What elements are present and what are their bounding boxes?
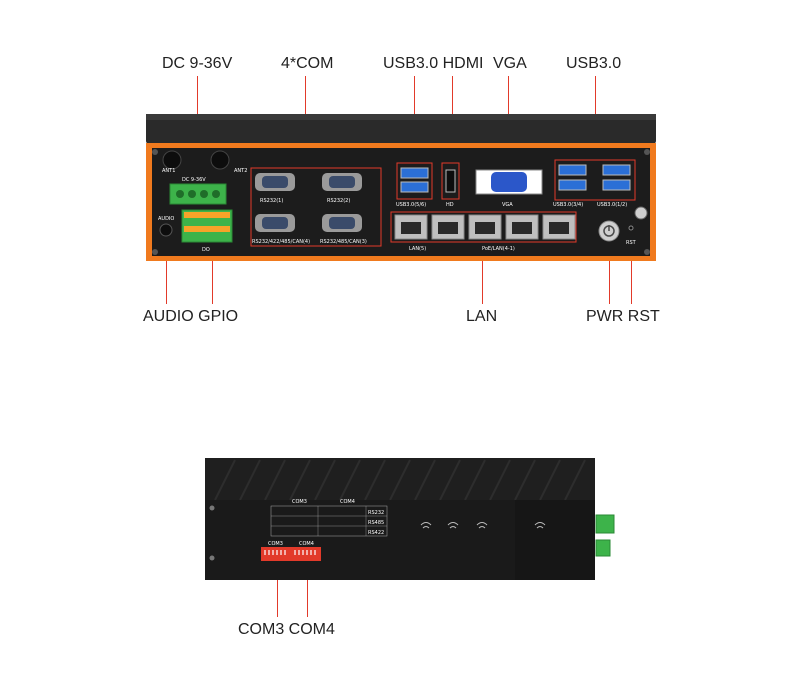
vga-label: VGA <box>502 202 513 208</box>
callout-dc: DC 9-36V <box>162 55 233 72</box>
ant2-hole <box>210 150 230 170</box>
com4-db9 <box>255 214 295 232</box>
usb2-port <box>602 179 631 191</box>
hdmi-port <box>445 169 456 193</box>
rs232-4-label: RS232/422/485/CAN(4) <box>252 239 310 245</box>
poe-label: PoE/LAN(4-1) <box>482 246 515 252</box>
usb56-label: USB3.0(5/6) <box>396 202 426 208</box>
table-com3-label: COM3 <box>292 499 307 505</box>
dip-table <box>270 505 388 537</box>
leader-gpio <box>212 242 213 304</box>
table-com4-label: COM4 <box>340 499 355 505</box>
callout-usb30: USB3.0 <box>566 55 622 72</box>
usb34-label: USB3.0(3/4) <box>553 202 583 208</box>
com2-db9 <box>322 173 362 191</box>
usb4-port <box>558 179 587 191</box>
rst-label: RST <box>626 240 637 246</box>
hd-label: HD <box>446 202 454 208</box>
lan3-port <box>468 214 502 240</box>
com-highlight-frame <box>250 167 382 247</box>
lan5-label: LAN(5) <box>409 246 426 252</box>
callout-com: 4*COM <box>281 55 334 72</box>
usb5-port <box>400 167 429 179</box>
usb12-label: USB3.0(1/2) <box>597 202 627 208</box>
leader-audio <box>166 226 167 304</box>
callout-audio-gpio: AUDIO GPIO <box>143 308 239 325</box>
vga-port <box>491 172 527 192</box>
ant1-hole <box>162 150 182 170</box>
callout-usb30-hdmi: USB3.0 HDMI <box>383 55 484 72</box>
table-row-rs422: RS422 <box>368 530 384 536</box>
callout-com3-com4: COM3 COM4 <box>238 621 335 638</box>
ant2-label: ANT2 <box>234 168 247 174</box>
side-heatsink <box>205 458 595 501</box>
leader-com4 <box>307 560 308 617</box>
usb-right-frame <box>554 159 636 201</box>
hdmi-frame <box>441 162 460 200</box>
audio-jack <box>159 223 173 237</box>
wifi-icons <box>420 522 546 529</box>
audio-label: AUDIO <box>158 216 174 222</box>
leader-pwr <box>609 240 610 304</box>
front-top-cover <box>146 114 656 144</box>
usb6-port <box>400 181 429 193</box>
com3-db9 <box>322 214 362 232</box>
leader-com3 <box>277 560 278 617</box>
dc-silk-label: DC 9-36V <box>182 177 206 183</box>
usb1-port <box>602 164 631 176</box>
side-terminal-top <box>595 514 615 534</box>
usb56-frame <box>396 162 433 200</box>
leader-lan <box>482 242 483 304</box>
side-terminal-bottom <box>595 539 611 557</box>
do-label: DO <box>202 247 210 253</box>
rs232-2-label: RS232(2) <box>327 198 350 204</box>
callout-vga: VGA <box>493 55 527 72</box>
dip-com4-label: COM4 <box>299 541 314 547</box>
rst-hole <box>628 225 634 231</box>
usb3-port <box>558 164 587 176</box>
table-row-rs232: RS232 <box>368 510 384 516</box>
table-row-rs485: RS485 <box>368 520 384 526</box>
rs232-3-label: RS232/485/CAN(3) <box>320 239 367 245</box>
callout-lan: LAN <box>466 308 498 325</box>
callout-pwr-rst: PWR RST <box>586 308 660 325</box>
dc-terminal-block <box>169 183 227 205</box>
lan4-port <box>431 214 465 240</box>
ground-screw <box>634 206 648 220</box>
com1-db9 <box>255 173 295 191</box>
leader-rst <box>631 228 632 304</box>
rs232-1-label: RS232(1) <box>260 198 283 204</box>
dip-com3-label: COM3 <box>268 541 283 547</box>
lan-frame <box>390 211 577 243</box>
ant1-label: ANT1 <box>162 168 175 174</box>
